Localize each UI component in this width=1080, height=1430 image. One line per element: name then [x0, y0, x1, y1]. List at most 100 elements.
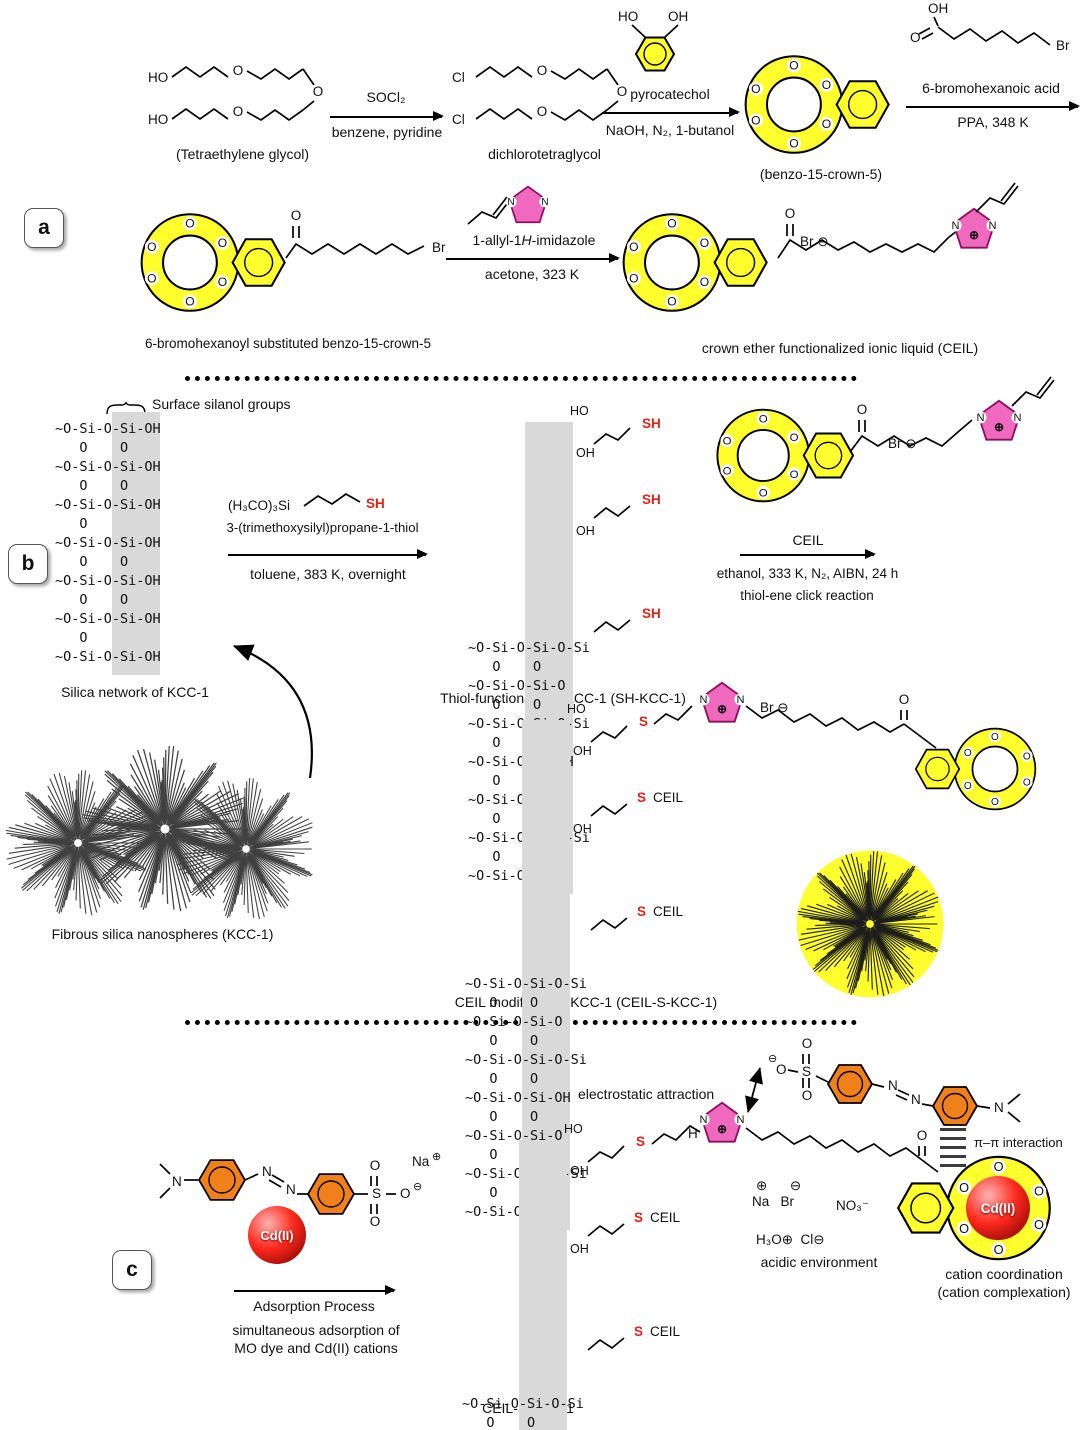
panel-a-badge: a	[24, 208, 64, 248]
electrostatic-double-arrow	[745, 1067, 763, 1113]
svg-text:N: N	[700, 1114, 708, 1126]
svg-text:O: O	[790, 432, 799, 444]
svg-text:S: S	[372, 1186, 381, 1201]
arrow4-conditions: acetone, 323 K	[484, 266, 580, 282]
ceil-abbrev: CEIL	[650, 1210, 681, 1225]
hexanoyl-chain: O	[745, 1127, 939, 1173]
svg-text:O: O	[1034, 1217, 1044, 1232]
svg-text:Cl: Cl	[452, 112, 465, 127]
arrow3-conditions: PPA, 348 K	[957, 114, 1029, 130]
thioether-s-label: S	[637, 790, 647, 805]
svg-text:O: O	[233, 104, 244, 119]
arrow1-reagent: SOCl₂	[366, 89, 406, 105]
svg-text:N: N	[286, 1182, 296, 1197]
arrow6-conditions-2: thiol-ene click reaction	[740, 588, 874, 603]
svg-text:⊖: ⊖	[768, 1053, 777, 1065]
svg-text:O: O	[994, 1159, 1004, 1174]
cadmium-ion: Cd(II)	[966, 1176, 1030, 1240]
separator-2	[185, 1020, 857, 1025]
svg-text:O: O	[537, 104, 548, 119]
svg-text:⊕: ⊕	[994, 420, 1004, 434]
svg-text:O: O	[959, 1221, 969, 1236]
svg-text:O: O	[857, 402, 868, 417]
ceil-chain: O	[777, 206, 959, 259]
svg-text:O: O	[822, 117, 831, 131]
svg-text:O: O	[700, 275, 709, 289]
ho-label: HO	[570, 404, 589, 418]
propyl-chain	[593, 619, 631, 633]
fibrous-nanosphere	[175, 778, 313, 920]
oh-label: OH	[570, 1164, 589, 1178]
svg-text:N: N	[888, 1078, 898, 1093]
svg-text:O: O	[218, 236, 227, 250]
ceil-coated-nanosphere	[796, 850, 944, 998]
dichloro-caption: dichlorotetraglycol	[488, 146, 601, 162]
svg-text:O: O	[185, 295, 194, 309]
svg-text:O: O	[994, 1242, 1004, 1257]
svg-text:O: O	[723, 465, 732, 477]
reaction-arrow-6	[740, 549, 876, 559]
pi-stack-icon	[940, 1128, 966, 1167]
bromide-counterion: Br ⊖	[760, 700, 789, 715]
pipi-label: π–π interaction	[974, 1135, 1063, 1150]
hydronium-chloride-label: H₃O⊕ Cl⊖	[756, 1232, 825, 1247]
svg-text:O: O	[370, 1158, 381, 1173]
svg-text:Br: Br	[432, 240, 446, 255]
arrow2-reagent: pyrocatechol	[630, 86, 710, 102]
svg-text:OH: OH	[668, 9, 688, 24]
reaction-arrow-5	[228, 549, 428, 559]
oh-label: OH	[576, 524, 595, 538]
svg-text:O: O	[751, 82, 760, 96]
svg-text:N: N	[994, 1100, 1004, 1115]
acidic-label: acidic environment	[760, 1254, 878, 1270]
arrow6-reagent: CEIL	[792, 532, 824, 548]
svg-text:O: O	[964, 748, 972, 759]
svg-text:O: O	[964, 781, 972, 792]
svg-text:O: O	[617, 84, 628, 99]
svg-text:O: O	[759, 413, 768, 425]
teg-caption: (Tetraethylene glycol)	[175, 146, 310, 162]
ho-label: HO	[564, 1122, 583, 1136]
svg-text:N: N	[262, 1164, 272, 1179]
svg-text:O: O	[1023, 778, 1031, 789]
panel-b-badge: b	[8, 544, 48, 584]
simultaneous-line1: simultaneous adsorption of	[232, 1322, 400, 1338]
propyl-chain	[590, 917, 628, 931]
svg-text:(H₃CO)₃Si: (H₃CO)₃Si	[228, 498, 290, 513]
brace-icon	[106, 401, 146, 415]
ceil-s-kcc1-grid-c: HO OH S OH S CEIL S CEIL ~O-Si-O-Si-O-Si…	[462, 1122, 680, 1430]
svg-text:⊕: ⊕	[969, 228, 979, 242]
svg-text:O: O	[751, 113, 760, 127]
propyl-chain	[593, 505, 631, 519]
oh-label: OH	[573, 822, 592, 836]
panel-c-badge: c	[112, 1250, 152, 1290]
hexanoyl-chain: O	[745, 692, 937, 749]
svg-text:N: N	[507, 197, 514, 208]
silica-network-grid: ~O-Si-O-Si-OH O O~O-Si-O-Si-OH O O~O-Si-…	[55, 412, 161, 675]
arrow2-conditions: NaOH, N₂, 1-butanol	[605, 122, 735, 138]
svg-text:O: O	[185, 217, 194, 231]
svg-text:O: O	[400, 1186, 411, 1201]
arrow3-reagent: 6-bromohexanoic acid	[922, 80, 1060, 96]
oh-label: OH	[570, 1242, 589, 1256]
svg-text:O: O	[700, 236, 709, 250]
svg-text:OH: OH	[928, 1, 948, 16]
svg-text:N: N	[736, 1114, 744, 1126]
svg-text:O: O	[785, 206, 796, 221]
svg-text:O: O	[822, 78, 831, 92]
svg-text:O: O	[291, 208, 302, 223]
ion-charges: ⊕ ⊖	[756, 1178, 802, 1193]
svg-text:O: O	[233, 63, 244, 78]
grid3-caption: CEIL modified SH-KCC-1 (CEIL-S-KCC-1)	[454, 994, 718, 1010]
svg-text:O: O	[759, 487, 768, 499]
svg-text:N: N	[541, 197, 548, 208]
curved-arrow	[232, 644, 313, 779]
pyrocatechol-structure: HO OH	[618, 9, 688, 72]
methyl-orange-adsorbed: ⊖ O S O O N N N	[768, 1036, 1021, 1126]
